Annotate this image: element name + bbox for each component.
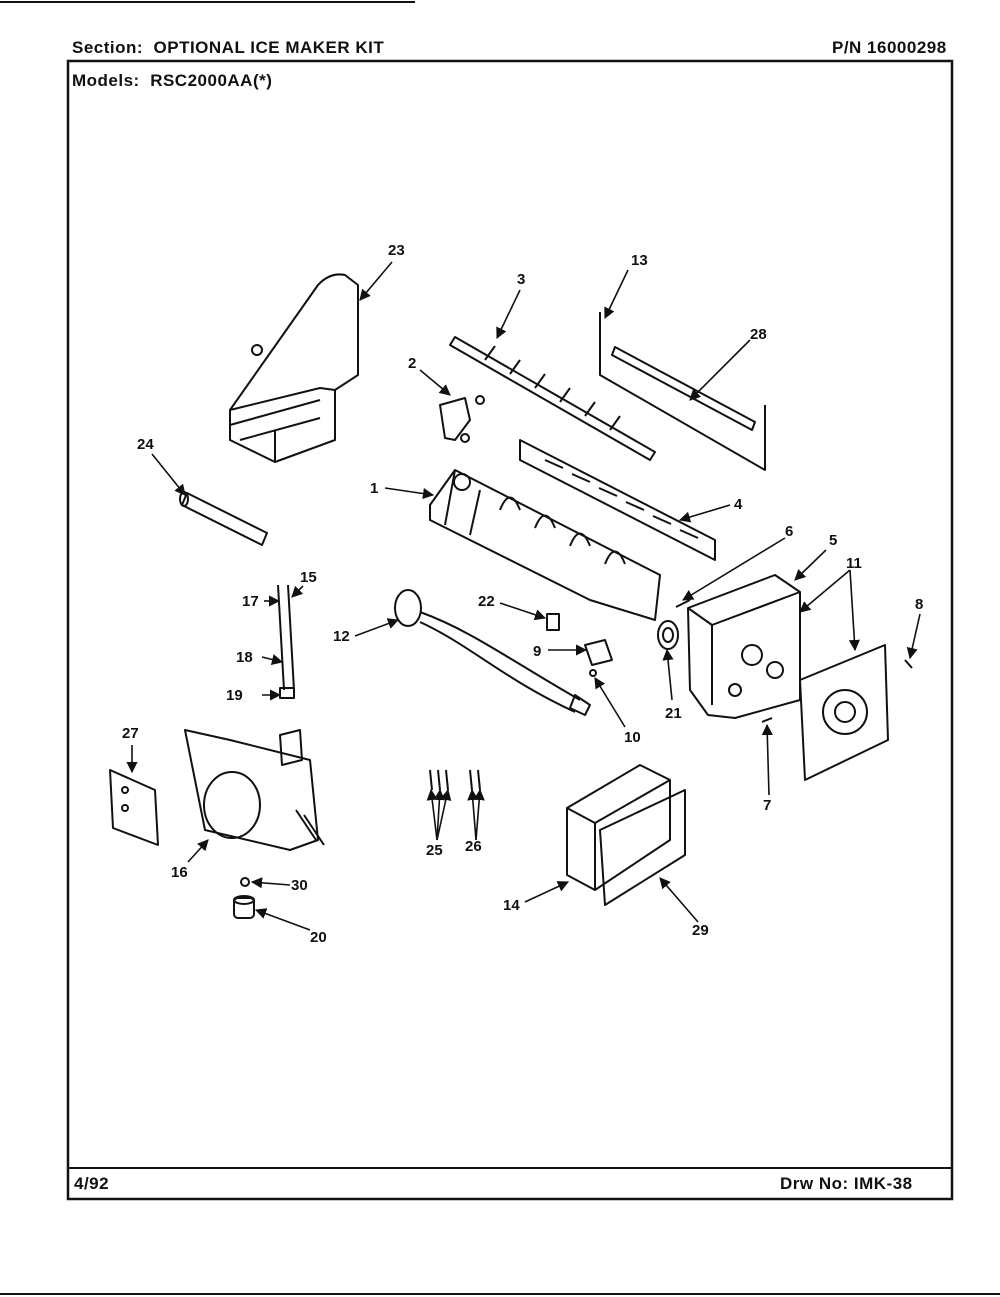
callout-6: 6 xyxy=(785,523,793,540)
part-25-26-screws xyxy=(429,769,481,791)
callout-5: 5 xyxy=(829,532,837,549)
part-29-liner xyxy=(599,789,686,906)
section-label: Section: OPTIONAL ICE MAKER KIT xyxy=(72,38,385,57)
part-2-bracket xyxy=(439,395,485,443)
section-title: OPTIONAL ICE MAKER KIT xyxy=(153,38,385,57)
part-5-housing xyxy=(687,574,801,719)
models-value: RSC2000AA(*) xyxy=(150,71,273,90)
part-20-nut xyxy=(233,895,255,919)
part-24-rod xyxy=(179,491,268,546)
part-21-gear xyxy=(657,620,679,650)
part-6-screw xyxy=(675,599,691,608)
footer-date: 4/92 xyxy=(74,1174,110,1193)
part-11-module xyxy=(799,644,889,781)
callout-4: 4 xyxy=(734,496,743,513)
callout-16: 16 xyxy=(171,864,188,881)
callout-26: 26 xyxy=(465,838,482,855)
callout-22: 22 xyxy=(478,593,495,610)
part-18-fill-tube xyxy=(277,584,295,699)
callout-13: 13 xyxy=(631,252,648,269)
part-14-bin xyxy=(566,764,671,891)
callout-3: 3 xyxy=(517,271,525,288)
part-7-screw xyxy=(761,717,773,723)
callout-23: 23 xyxy=(388,242,405,259)
part-10 xyxy=(589,669,597,677)
callout-29: 29 xyxy=(692,922,709,939)
callout-30: 30 xyxy=(291,877,308,894)
callout-leaders xyxy=(126,261,921,931)
callout-20: 20 xyxy=(310,929,327,946)
part-22 xyxy=(546,613,560,631)
drawing-number: Drw No: IMK-38 xyxy=(780,1174,913,1193)
callout-21: 21 xyxy=(665,705,682,722)
callout-25: 25 xyxy=(426,842,443,859)
callout-1: 1 xyxy=(370,480,378,497)
part-3-ejector xyxy=(449,336,656,461)
callout-labels: 23 3 13 28 2 4 1 24 6 5 11 8 22 12 9 10 … xyxy=(122,242,923,946)
callout-8: 8 xyxy=(915,596,923,613)
part-number: P/N 16000298 xyxy=(832,38,947,57)
part-1-mold xyxy=(429,469,661,621)
callout-7: 7 xyxy=(763,797,771,814)
callout-11: 11 xyxy=(846,555,862,572)
callout-24: 24 xyxy=(137,436,154,453)
callout-14: 14 xyxy=(503,897,520,914)
callout-15: 15 xyxy=(300,569,317,586)
part-23-shroud xyxy=(229,273,359,463)
callout-28: 28 xyxy=(750,326,767,343)
part-13-28-stripper xyxy=(599,312,766,471)
callout-19: 19 xyxy=(226,687,243,704)
callout-10: 10 xyxy=(624,729,641,746)
models-label: Models: RSC2000AA(*) xyxy=(72,71,273,90)
callout-18: 18 xyxy=(236,649,253,666)
part-9 xyxy=(584,639,613,666)
part-8-screw xyxy=(904,659,913,669)
part-12-harness xyxy=(394,589,591,716)
callout-27: 27 xyxy=(122,725,139,742)
part-16-valve xyxy=(184,729,325,851)
part-4-cover xyxy=(519,439,716,561)
callout-2: 2 xyxy=(408,355,416,372)
part-30-washer xyxy=(240,877,250,887)
callout-17: 17 xyxy=(242,593,259,610)
callout-12: 12 xyxy=(333,628,350,645)
part-27-plate xyxy=(109,769,159,846)
callout-9: 9 xyxy=(533,643,541,660)
